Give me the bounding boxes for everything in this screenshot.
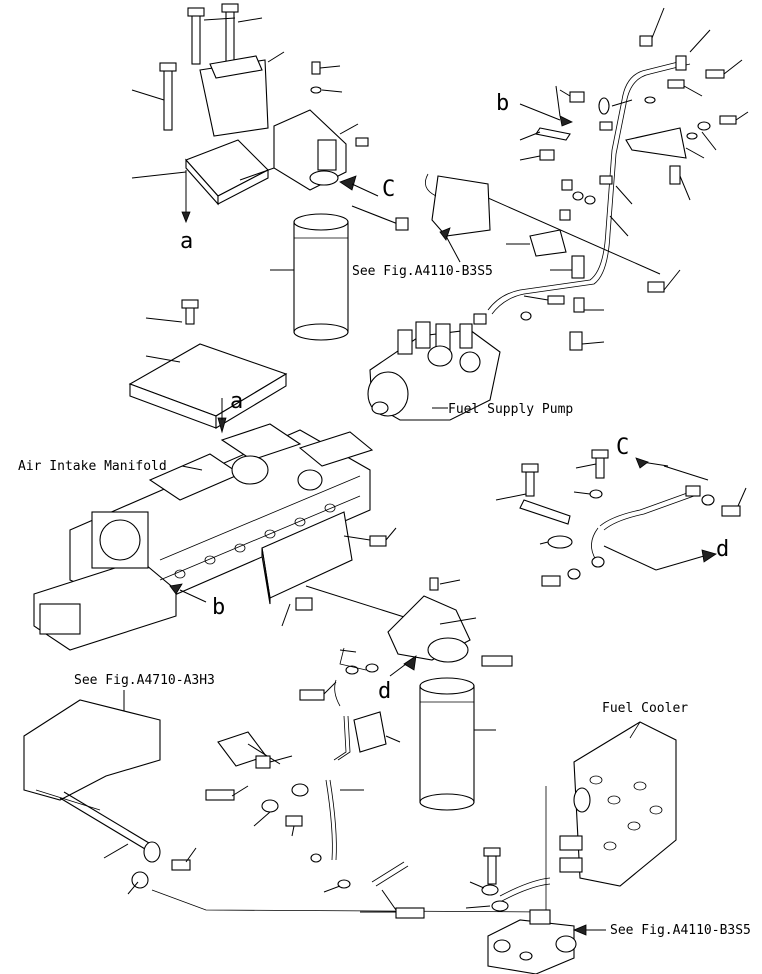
marker-d-low: d (716, 537, 729, 562)
see-fig-b3s5-bottom: See Fig.A4110-B3S5 (610, 923, 751, 938)
fuel-cooler: Fuel Cooler (559, 701, 688, 887)
fuel-line-top (487, 7, 749, 315)
spacer-plate: a (131, 139, 269, 254)
fuel-filter-top (270, 213, 349, 341)
lower-filter-head: d (378, 577, 513, 704)
lower-hoses (310, 847, 551, 919)
cover-plate: See Fig.A4110-B3S5 (352, 173, 493, 279)
manifold-top-plate: a (128, 299, 288, 434)
see-fig-b3s5-top: See Fig.A4110-B3S5 (352, 264, 493, 279)
marker-c-top: C (382, 177, 395, 202)
marker-c-mid: C (616, 435, 629, 460)
lower-left-bracket: See Fig.A4710-A3H3 (23, 673, 547, 913)
marker-d-mid: d (378, 679, 391, 704)
filter-head: C (239, 61, 409, 231)
see-fig-a3h3: See Fig.A4710-A3H3 (74, 673, 215, 688)
marker-b-mid: b (212, 595, 225, 620)
air-intake-manifold: Air Intake Manifold b (18, 423, 374, 651)
fuel-supply-pump-label: Fuel Supply Pump (448, 402, 573, 417)
manifold-side-plate (261, 511, 421, 627)
lower-mid-parts (205, 647, 401, 861)
marker-b-group-top: b (469, 91, 681, 351)
fuel-supply-pump: Fuel Supply Pump (367, 313, 573, 421)
middle-right-group: C d (495, 435, 747, 587)
air-intake-manifold-label: Air Intake Manifold (18, 459, 167, 474)
fuel-filter-bottom (419, 677, 496, 811)
marker-b-top: b (496, 91, 509, 116)
lower-valve-block: See Fig.A4110-B3S5 (487, 909, 751, 974)
top-bracket (199, 51, 285, 137)
top-bolts-group (131, 3, 263, 131)
marker-a-top: a (180, 229, 193, 254)
fuel-cooler-label: Fuel Cooler (602, 701, 688, 716)
marker-a-mid: a (230, 389, 243, 414)
